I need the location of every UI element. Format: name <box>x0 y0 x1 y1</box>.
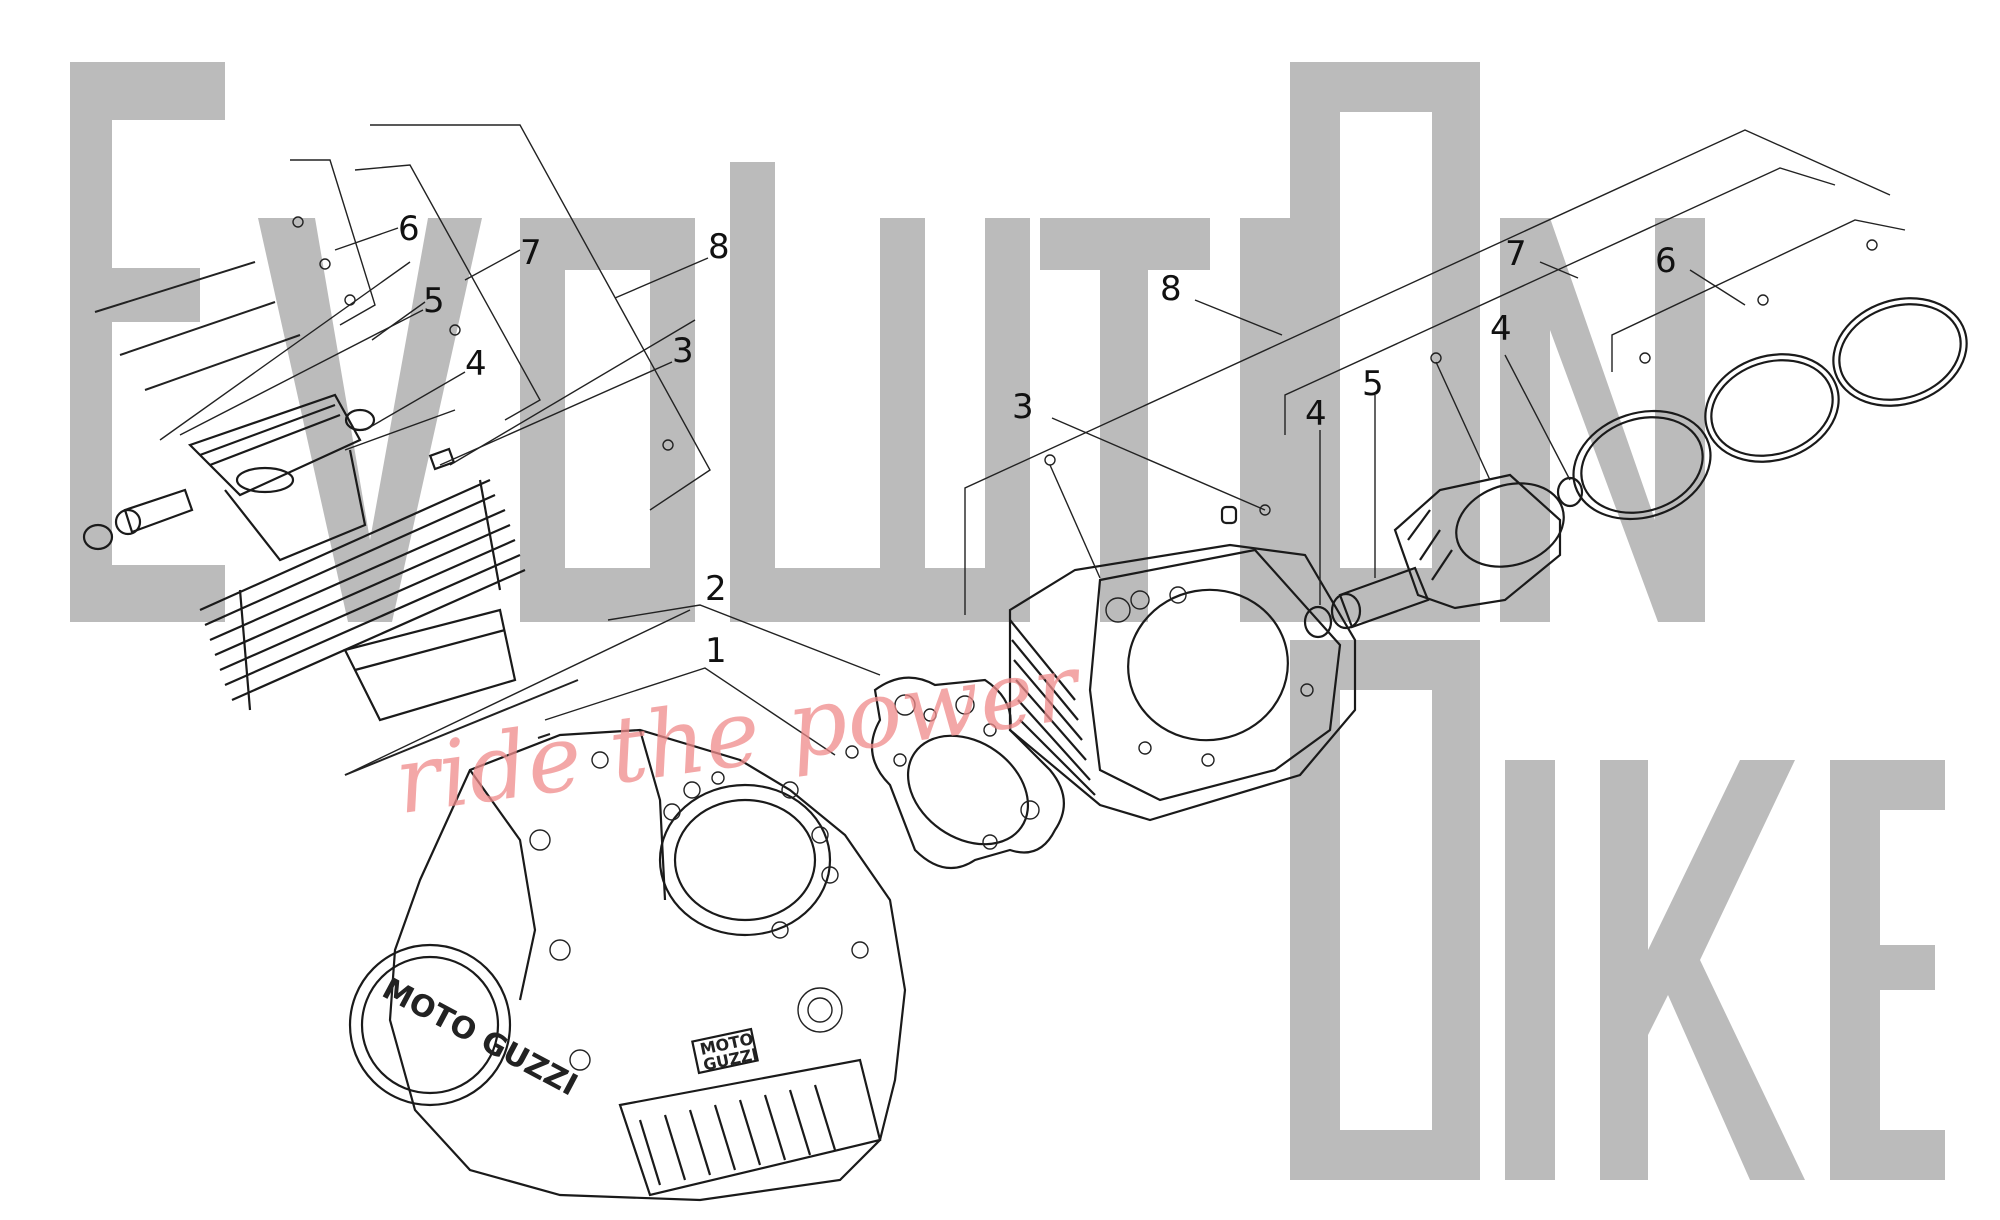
watermark-logo <box>70 62 1945 1180</box>
callout-l7: 7 <box>520 233 542 273</box>
watermark-letter-i2 <box>1505 760 1555 1180</box>
watermark-letter-v <box>258 218 482 622</box>
callout-l8: 8 <box>708 227 730 267</box>
watermark-letter-u <box>880 218 1030 622</box>
right-piston-group <box>1044 239 1968 639</box>
watermark-letter-k <box>1600 760 1805 1180</box>
left-cylinder-group <box>82 124 711 776</box>
callout-l1: 1 <box>705 631 727 671</box>
right-cylinder-fins <box>1009 619 1096 796</box>
watermark-tagline: ride the power <box>389 633 1090 835</box>
callout-r7: 7 <box>1505 234 1527 274</box>
callout-r6: 6 <box>1655 241 1677 281</box>
watermark-big-o <box>1290 62 1480 622</box>
callout-l6: 6 <box>398 209 420 249</box>
watermark-letter-i <box>1240 218 1290 622</box>
watermark-letter-o <box>520 218 695 622</box>
watermark-letter-e2 <box>1830 760 1945 1180</box>
callout-r4a: 4 <box>1305 394 1327 434</box>
bracket-r7 <box>1284 167 1836 435</box>
watermark-letter-e <box>70 62 225 622</box>
leader-l7 <box>354 164 541 421</box>
watermark-letter-l <box>730 162 880 622</box>
watermark-big-b <box>1290 640 1480 1180</box>
callout-r5: 5 <box>1362 364 1384 404</box>
watermark-letter-n <box>1500 218 1705 622</box>
callout-l5: 5 <box>423 281 445 321</box>
callout-l4: 4 <box>465 344 487 384</box>
left-cylinder-fins <box>199 478 526 711</box>
left-callouts: 6 7 8 5 4 3 2 1 <box>179 209 881 756</box>
base-gasket <box>845 676 1065 870</box>
callout-r4b: 4 <box>1490 309 1512 349</box>
callout-r3: 3 <box>1012 387 1034 427</box>
watermark-letter-t <box>1040 218 1210 622</box>
right-callouts: 8 7 6 3 4 5 4 <box>964 129 1906 615</box>
callout-l2: 2 <box>705 569 727 609</box>
callout-l3: 3 <box>672 331 694 371</box>
right-cylinder <box>1008 505 1357 822</box>
bracket-r6 <box>1611 219 1906 372</box>
callout-r8: 8 <box>1160 269 1182 309</box>
leader-l6 <box>290 159 376 326</box>
bracket-r8 <box>964 129 1891 615</box>
